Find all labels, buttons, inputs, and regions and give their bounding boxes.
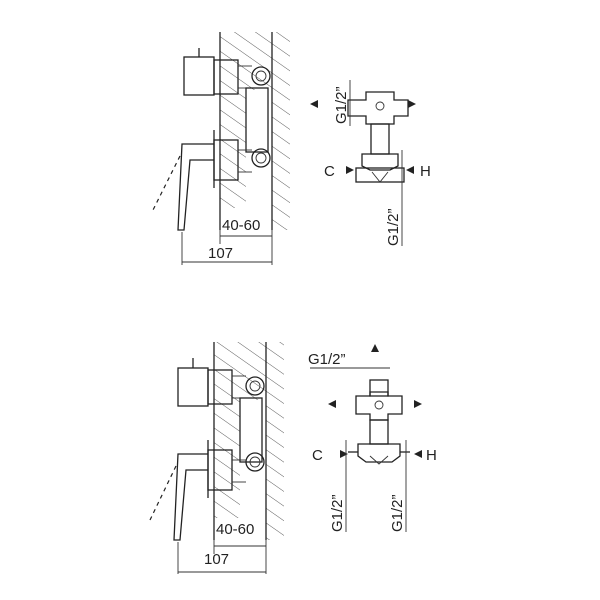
- bottom-front-lower-block: [357, 443, 401, 463]
- bottom-wall-range-label: 40-60: [216, 521, 254, 538]
- bottom-front-right-arrow: [414, 400, 422, 408]
- bottom-front-view: G1/2” G1/2” G1/2” C H: [308, 344, 437, 532]
- bottom-lever-handle: [173, 453, 208, 541]
- top-upper-housing: [213, 59, 239, 95]
- bottom-front-upper-hole: [374, 400, 384, 410]
- top-front-thread-top-label: G1/2”: [333, 86, 350, 124]
- top-valve-body: [245, 87, 269, 153]
- top-lever-handle: [177, 143, 214, 231]
- top-upper-port: [251, 66, 271, 86]
- bottom-lower-port-inner: [249, 456, 261, 468]
- bottom-front-thread-right-label: G1/2”: [389, 494, 406, 532]
- bottom-valve-body: [239, 397, 263, 463]
- bottom-front-cold-label: C: [312, 447, 323, 464]
- top-front-view: G1/2” G1/2” C H: [310, 80, 431, 246]
- bottom-wall-hatch: [214, 342, 284, 540]
- top-side-view: 40-60 107: [151, 32, 290, 265]
- top-front-pipe: [370, 123, 390, 155]
- bottom-front-upper-block: [355, 391, 403, 421]
- top-front-c-arrow: [346, 166, 354, 174]
- top-lever-swing-arc: [151, 155, 181, 213]
- top-front-h-arrow: [406, 166, 414, 174]
- bottom-front-thread-top-label: G1/2”: [308, 351, 346, 368]
- top-front-hot-label: H: [420, 163, 431, 180]
- bottom-front-top-arrow: [371, 344, 379, 352]
- bottom-depth-label: 107: [204, 551, 229, 568]
- top-front-cold-label: C: [324, 163, 335, 180]
- bottom-front-c-arrow: [340, 450, 348, 458]
- top-front-upper-block: [347, 91, 409, 125]
- bottom-upper-knob: [177, 367, 209, 407]
- bottom-upper-port: [245, 376, 265, 396]
- bottom-front-pipe: [369, 419, 389, 445]
- bottom-lever-swing-arc: [149, 465, 177, 521]
- top-upper-port-inner: [255, 70, 267, 82]
- top-front-upper-hole: [375, 101, 385, 111]
- bottom-front-outlet: [369, 455, 389, 465]
- bottom-upper-housing: [207, 369, 233, 405]
- bottom-lower-port: [245, 452, 265, 472]
- top-depth-label: 107: [208, 245, 233, 262]
- bottom-front-hot-label: H: [426, 447, 437, 464]
- top-wall-range-label: 40-60: [222, 217, 260, 234]
- top-front-thread-bottom-label: G1/2”: [385, 208, 402, 246]
- top-front-lower-block: [361, 153, 399, 171]
- bottom-front-h-arrow: [414, 450, 422, 458]
- top-lower-port: [251, 148, 271, 168]
- top-front-outlet: [371, 171, 389, 183]
- bottom-front-left-arrow: [328, 400, 336, 408]
- bottom-side-view: 40-60 107: [149, 342, 284, 574]
- top-front-right-arrow: [408, 100, 416, 108]
- bottom-upper-port-inner: [249, 380, 261, 392]
- top-lower-port-inner: [255, 152, 267, 164]
- top-upper-knob: [183, 56, 215, 96]
- bottom-front-thread-left-label: G1/2”: [329, 494, 346, 532]
- bottom-front-top-pipe: [369, 379, 389, 397]
- top-front-left-arrow: [310, 100, 318, 108]
- top-wall-hatch: [220, 32, 290, 230]
